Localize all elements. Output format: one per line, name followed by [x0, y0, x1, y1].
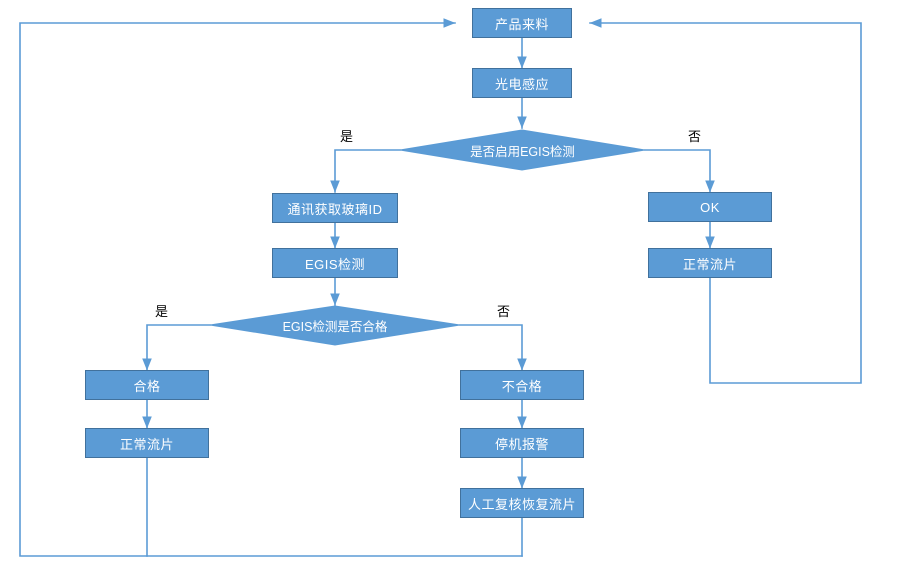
node-decision-enable-egis[interactable] [400, 130, 645, 170]
decision2-shape [209, 305, 461, 346]
node-ok[interactable]: OK [648, 192, 772, 222]
edge-label-decision1-no: 否 [688, 129, 702, 144]
node-normal-flow-left[interactable]: 正常流片 [85, 428, 209, 458]
edge-bottom-loopback [19, 18, 523, 557]
node-unqualified[interactable]: 不合格 [460, 370, 584, 400]
edge-label-decision1-yes: 是 [340, 129, 354, 144]
decision1-shape [399, 129, 646, 171]
edge-decision2-yes [142, 324, 211, 371]
node-manual-review-resume[interactable]: 人工复核恢复流片 [460, 488, 584, 518]
edge-decision1-yes [330, 149, 401, 193]
node-decision-egis-qualified[interactable] [210, 306, 460, 345]
node-photoelectric-sensor[interactable]: 光电感应 [472, 68, 572, 98]
edge-label-decision2-yes: 是 [155, 304, 169, 319]
edge-decision1-no [644, 149, 715, 193]
edge-label-decision2-no: 否 [497, 304, 511, 319]
node-egis-inspection[interactable]: EGIS检测 [272, 248, 398, 278]
node-start[interactable]: 产品来料 [472, 8, 572, 38]
node-normal-flow-right[interactable]: 正常流片 [648, 248, 772, 278]
edge-decision2-no [459, 324, 527, 371]
node-qualified[interactable]: 合格 [85, 370, 209, 400]
edge-flowright-loopback [589, 18, 862, 384]
node-stop-alarm[interactable]: 停机报警 [460, 428, 584, 458]
node-get-glass-id[interactable]: 通讯获取玻璃ID [272, 193, 398, 223]
